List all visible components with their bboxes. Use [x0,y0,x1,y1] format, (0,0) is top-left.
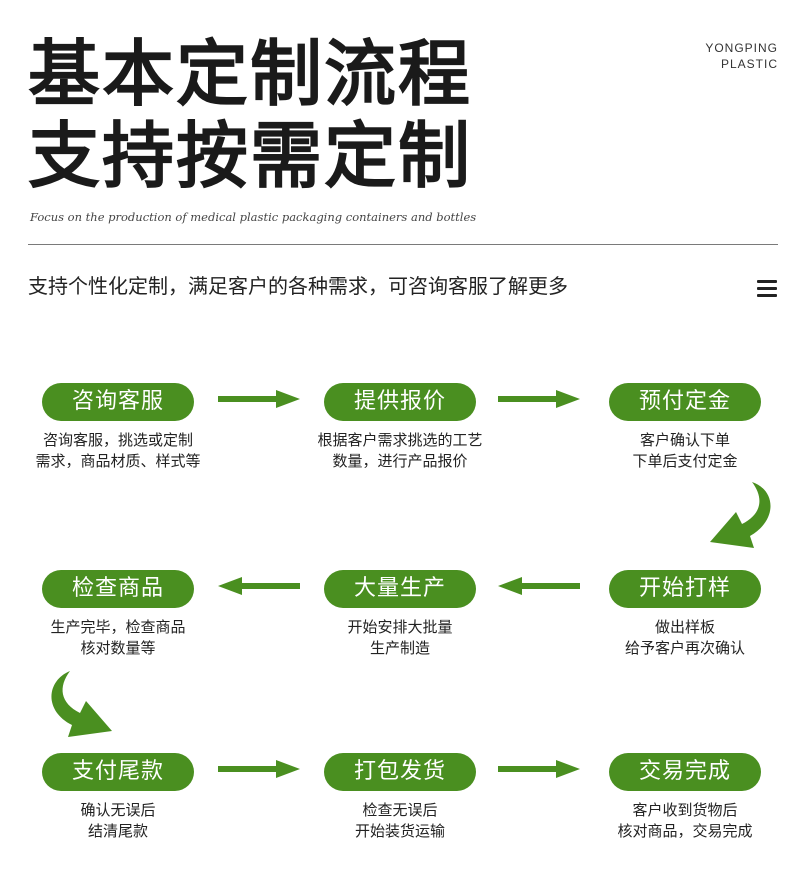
menu-icon[interactable] [757,280,777,297]
step-complete: 交易完成 客户收到货物后 核对商品，交易完成 [575,753,795,842]
step-sample: 开始打样 做出样板 给予客户再次确认 [575,570,795,659]
step-title: 大量生产 [324,570,476,608]
step-desc-line: 根据客户需求挑选的工艺 [317,431,483,449]
brand-line-2: PLASTIC [720,57,778,71]
step-desc-line: 生产制造 [369,639,430,657]
step-shipping: 打包发货 检查无误后 开始装货运输 [290,753,510,842]
step-title: 打包发货 [324,753,476,791]
step-desc-line: 结清尾款 [87,822,148,840]
step-title: 交易完成 [609,753,761,791]
step-desc-line: 开始安排大批量 [347,618,453,636]
step-desc-line: 需求，商品材质、样式等 [35,452,201,470]
arrow-right-icon [498,390,580,408]
step-desc-line: 确认无误后 [80,801,156,819]
step-desc-line: 给予客户再次确认 [624,639,745,657]
intro-text: 支持个性化定制，满足客户的各种需求，可咨询客服了解更多 [28,274,568,298]
arrow-right-icon [218,760,300,778]
step-title: 开始打样 [609,570,761,608]
arrow-right-icon [218,390,300,408]
step-desc-line: 咨询客服，挑选或定制 [42,431,193,449]
step-desc-line: 核对商品，交易完成 [617,822,753,840]
arrow-left-icon [218,577,300,595]
arrow-right-icon [498,760,580,778]
step-final-payment: 支付尾款 确认无误后 结清尾款 [8,753,228,842]
step-desc-line: 客户确认下单 [639,431,730,449]
tagline: Focus on the production of medical plast… [30,210,477,224]
step-description: 根据客户需求挑选的工艺 数量，进行产品报价 [290,430,510,472]
step-description: 做出样板 给予客户再次确认 [575,617,795,659]
step-title: 支付尾款 [42,753,194,791]
step-title: 预付定金 [609,383,761,421]
step-description: 客户确认下单 下单后支付定金 [575,430,795,472]
step-deposit: 预付定金 客户确认下单 下单后支付定金 [575,383,795,472]
step-desc-line: 开始装货运输 [354,822,445,840]
step-desc-line: 检查无误后 [362,801,438,819]
curved-arrow-down-right-icon [51,671,112,737]
curved-arrow-down-left-icon [710,482,771,548]
brand-line-1: YONGPING [705,41,778,55]
step-description: 咨询客服，挑选或定制 需求，商品材质、样式等 [8,430,228,472]
step-description: 确认无误后 结清尾款 [8,800,228,842]
step-title: 提供报价 [324,383,476,421]
step-quote: 提供报价 根据客户需求挑选的工艺 数量，进行产品报价 [290,383,510,472]
page-subtitle-heading: 支持按需定制 [28,114,473,198]
step-desc-line: 数量，进行产品报价 [332,452,468,470]
step-description: 检查无误后 开始装货运输 [290,800,510,842]
step-description: 开始安排大批量 生产制造 [290,617,510,659]
brand-logo-text: YONGPING PLASTIC [705,40,778,72]
step-description: 生产完毕，检查商品 核对数量等 [8,617,228,659]
step-title: 咨询客服 [42,383,194,421]
step-desc-line: 下单后支付定金 [632,452,738,470]
step-desc-line: 生产完毕，检查商品 [50,618,186,636]
step-desc-line: 核对数量等 [80,639,156,657]
step-desc-line: 做出样板 [654,618,715,636]
page-title: 基本定制流程 [28,32,473,116]
step-production: 大量生产 开始安排大批量 生产制造 [290,570,510,659]
arrow-left-icon [498,577,580,595]
step-inspect: 检查商品 生产完毕，检查商品 核对数量等 [8,570,228,659]
step-consult: 咨询客服 咨询客服，挑选或定制 需求，商品材质、样式等 [8,383,228,472]
step-title: 检查商品 [42,570,194,608]
divider [28,244,778,245]
step-desc-line: 客户收到货物后 [632,801,738,819]
step-description: 客户收到货物后 核对商品，交易完成 [575,800,795,842]
